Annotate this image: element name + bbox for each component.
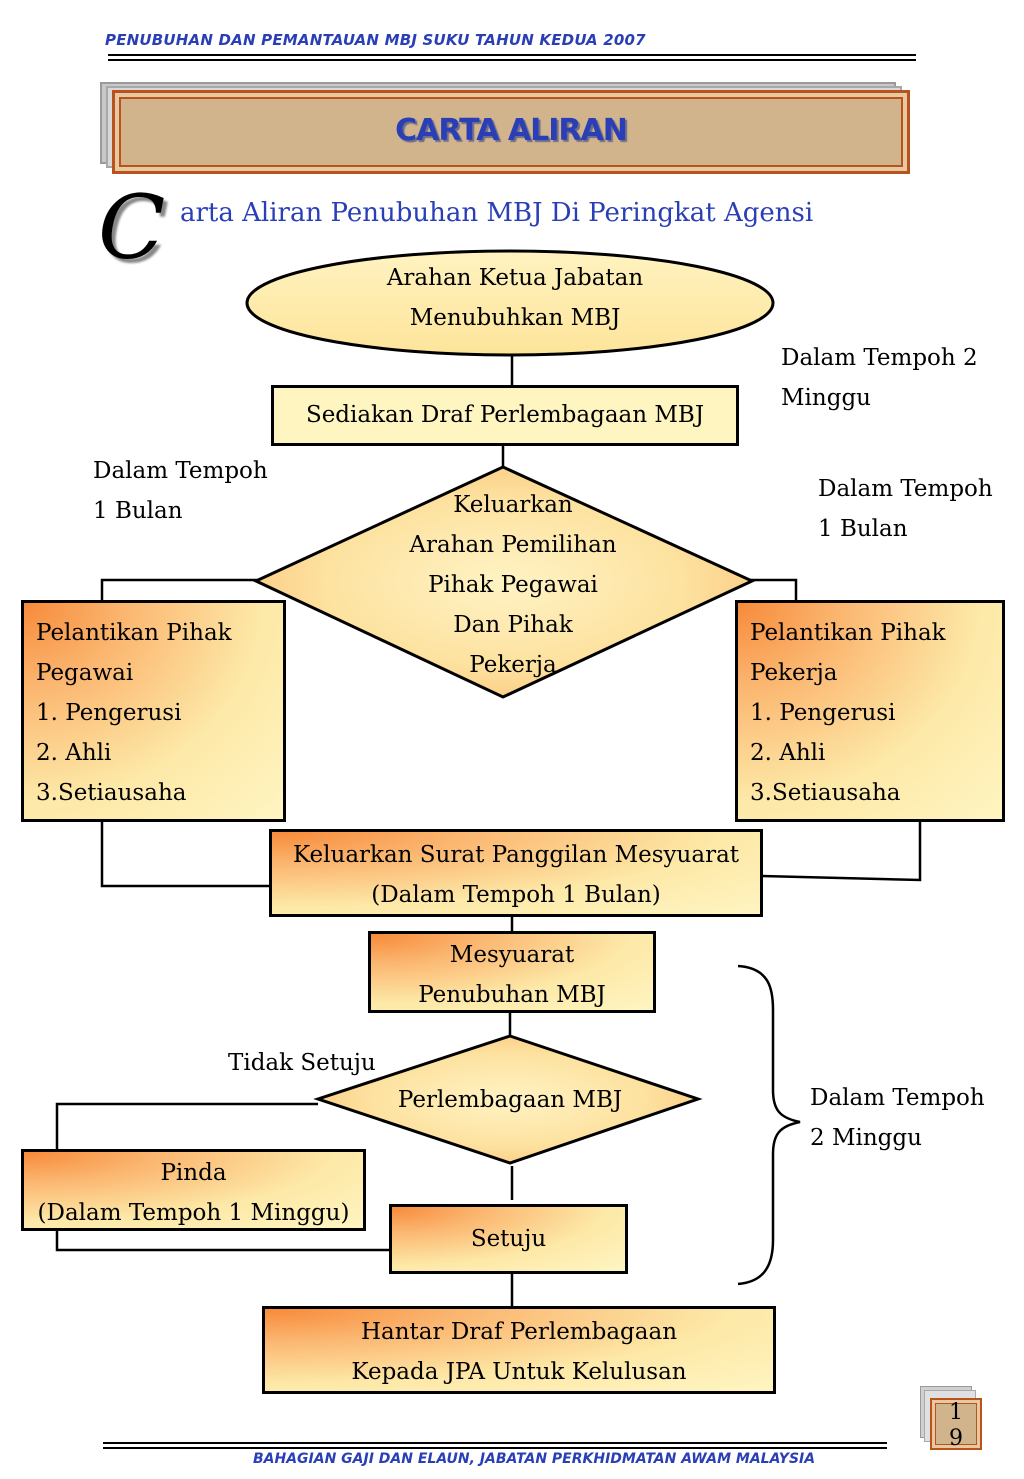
label-line: Dalam Tempoh xyxy=(810,1085,985,1111)
officers-line: 3.Setiausaha xyxy=(36,780,187,806)
workers-node: Pelantikan Pihak Pekerja 1. Pengerusi 2.… xyxy=(735,600,1005,822)
label-line: 1 Bulan xyxy=(818,516,908,542)
workers-line: 3.Setiausaha xyxy=(750,780,901,806)
header-rule-top xyxy=(108,54,916,56)
decision1-line: Pihak Pegawai xyxy=(428,572,598,598)
page-number-digit: 1 xyxy=(949,1400,963,1425)
officers-line: Pelantikan Pihak xyxy=(36,620,232,646)
page-number-digit: 9 xyxy=(949,1426,963,1451)
subtitle-dropcap: C xyxy=(98,176,166,279)
submit-node: Hantar Draf Perlembagaan Kepada JPA Untu… xyxy=(262,1306,776,1394)
amend-line: (Dalam Tempoh 1 Minggu) xyxy=(37,1200,350,1226)
agree-label: Setuju xyxy=(470,1226,547,1252)
subtitle-text: arta Aliran Penubuhan MBJ Di Peringkat A… xyxy=(180,198,814,228)
decision1-line: Arahan Pemilihan xyxy=(409,532,617,558)
label-line: 2 Minggu xyxy=(810,1125,922,1151)
meeting-line: Penubuhan MBJ xyxy=(418,982,606,1008)
connector-line xyxy=(55,1228,392,1252)
connector-line xyxy=(55,1102,318,1152)
label-line: Dalam Tempoh 2 xyxy=(781,345,978,371)
brace-icon xyxy=(737,964,801,1286)
label-line: 1 Bulan xyxy=(93,498,183,524)
start-ellipse xyxy=(245,249,775,357)
meeting-line: Mesyuarat xyxy=(449,942,575,968)
letter-line: (Dalam Tempoh 1 Bulan) xyxy=(371,882,661,908)
workers-line: 2. Ahli xyxy=(750,740,826,766)
page-title: CARTA ALIRAN xyxy=(395,113,628,148)
meeting-node: Mesyuarat Penubuhan MBJ xyxy=(368,931,656,1013)
submit-line: Hantar Draf Perlembagaan xyxy=(360,1319,678,1345)
title-box: CARTA ALIRAN xyxy=(100,82,910,174)
title-frame: CARTA ALIRAN xyxy=(112,90,910,174)
label-line: Dalam Tempoh xyxy=(93,458,268,484)
connector-line xyxy=(100,578,258,602)
decision1-text: Keluarkan Arahan Pemilihan Pihak Pegawai… xyxy=(373,485,653,685)
footer-rule-bottom xyxy=(103,1447,887,1449)
start-node: Arahan Ketua Jabatan Menubuhkan MBJ xyxy=(300,258,730,338)
label-one-month-left: Dalam Tempoh 1 Bulan xyxy=(93,451,268,531)
officers-line: 2. Ahli xyxy=(36,740,112,766)
page-number-box: 1 9 xyxy=(920,1386,982,1451)
connector-line xyxy=(100,820,272,888)
header-rule-bottom xyxy=(108,59,916,61)
start-line: Menubuhkan MBJ xyxy=(409,305,621,331)
connector-line xyxy=(759,820,922,882)
workers-line: Pekerja xyxy=(750,660,838,686)
officers-node: Pelantikan Pihak Pegawai 1. Pengerusi 2.… xyxy=(21,600,286,822)
page-footer: BAHAGIAN GAJI DAN ELAUN, JABATAN PERKHID… xyxy=(253,1451,816,1467)
label-line: Minggu xyxy=(781,385,871,411)
decision-diamond xyxy=(313,1034,703,1165)
decision1-line: Pekerja xyxy=(469,652,557,678)
footer-rule-top xyxy=(103,1442,887,1444)
submit-line: Kepada JPA Untuk Kelulusan xyxy=(351,1359,687,1385)
draft-label: Sediakan Draf Perlembagaan MBJ xyxy=(305,402,705,428)
label-disagree: Tidak Setuju xyxy=(228,1050,376,1076)
label-line: Dalam Tempoh xyxy=(818,476,993,502)
label-one-month-right: Dalam Tempoh 1 Bulan xyxy=(818,469,993,549)
start-line: Arahan Ketua Jabatan xyxy=(386,265,644,291)
draft-node: Sediakan Draf Perlembagaan MBJ xyxy=(271,385,739,446)
amend-node: Pinda (Dalam Tempoh 1 Minggu) xyxy=(21,1149,366,1231)
officers-line: Pegawai xyxy=(36,660,134,686)
decision2-text: Perlembagaan MBJ xyxy=(397,1087,623,1113)
page-number: 1 9 xyxy=(930,1398,982,1451)
letter-node: Keluarkan Surat Panggilan Mesyuarat (Dal… xyxy=(269,829,763,917)
label-two-weeks-top: Dalam Tempoh 2 Minggu xyxy=(781,338,978,418)
page-header: PENUBUHAN DAN PEMANTAUAN MBJ SUKU TAHUN … xyxy=(105,31,646,49)
agree-node: Setuju xyxy=(389,1204,628,1274)
decision1-line: Keluarkan xyxy=(453,492,573,518)
decision1-line: Dan Pihak xyxy=(453,612,573,638)
connector-line xyxy=(748,578,798,604)
decision-diamond xyxy=(252,465,756,699)
workers-line: Pelantikan Pihak xyxy=(750,620,946,646)
workers-line: 1. Pengerusi xyxy=(750,700,896,726)
letter-line: Keluarkan Surat Panggilan Mesyuarat xyxy=(292,842,740,868)
amend-line: Pinda xyxy=(160,1160,227,1186)
officers-line: 1. Pengerusi xyxy=(36,700,182,726)
label-two-weeks-brace: Dalam Tempoh 2 Minggu xyxy=(810,1078,985,1158)
